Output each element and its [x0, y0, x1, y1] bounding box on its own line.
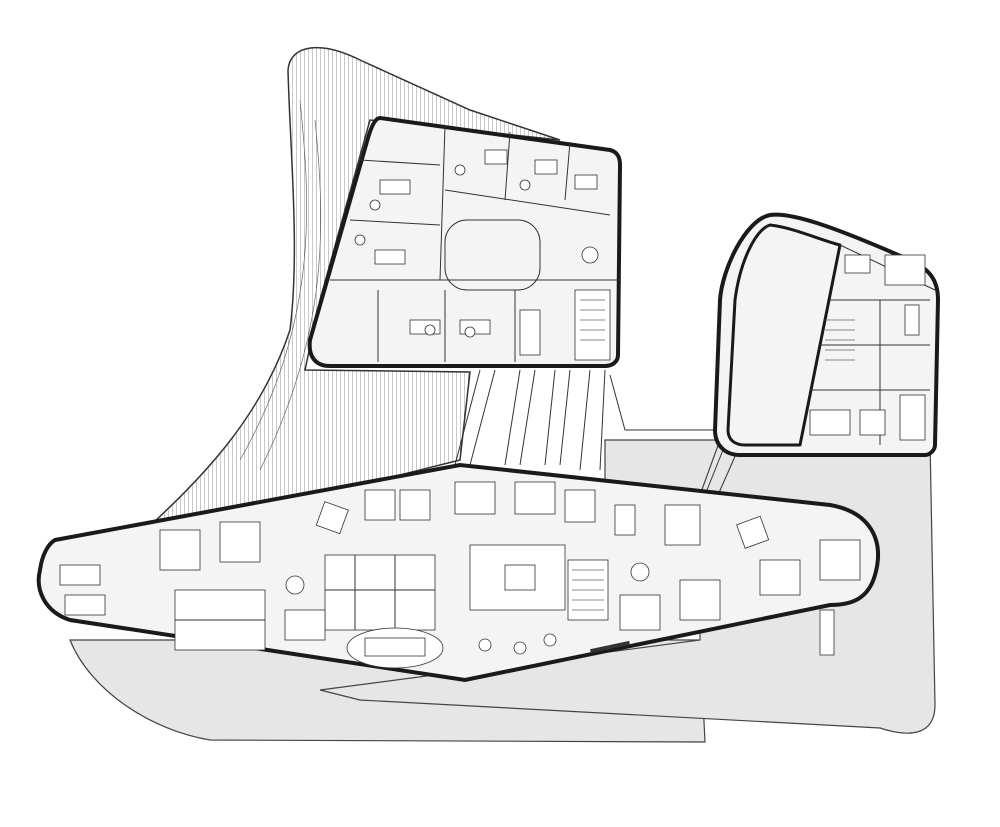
- hatched-canopy: [137, 47, 561, 537]
- east-tower-block: [712, 212, 941, 457]
- main-open-office-floor: [36, 462, 880, 683]
- connecting-bridges: [454, 369, 741, 496]
- north-office-block: [307, 115, 623, 368]
